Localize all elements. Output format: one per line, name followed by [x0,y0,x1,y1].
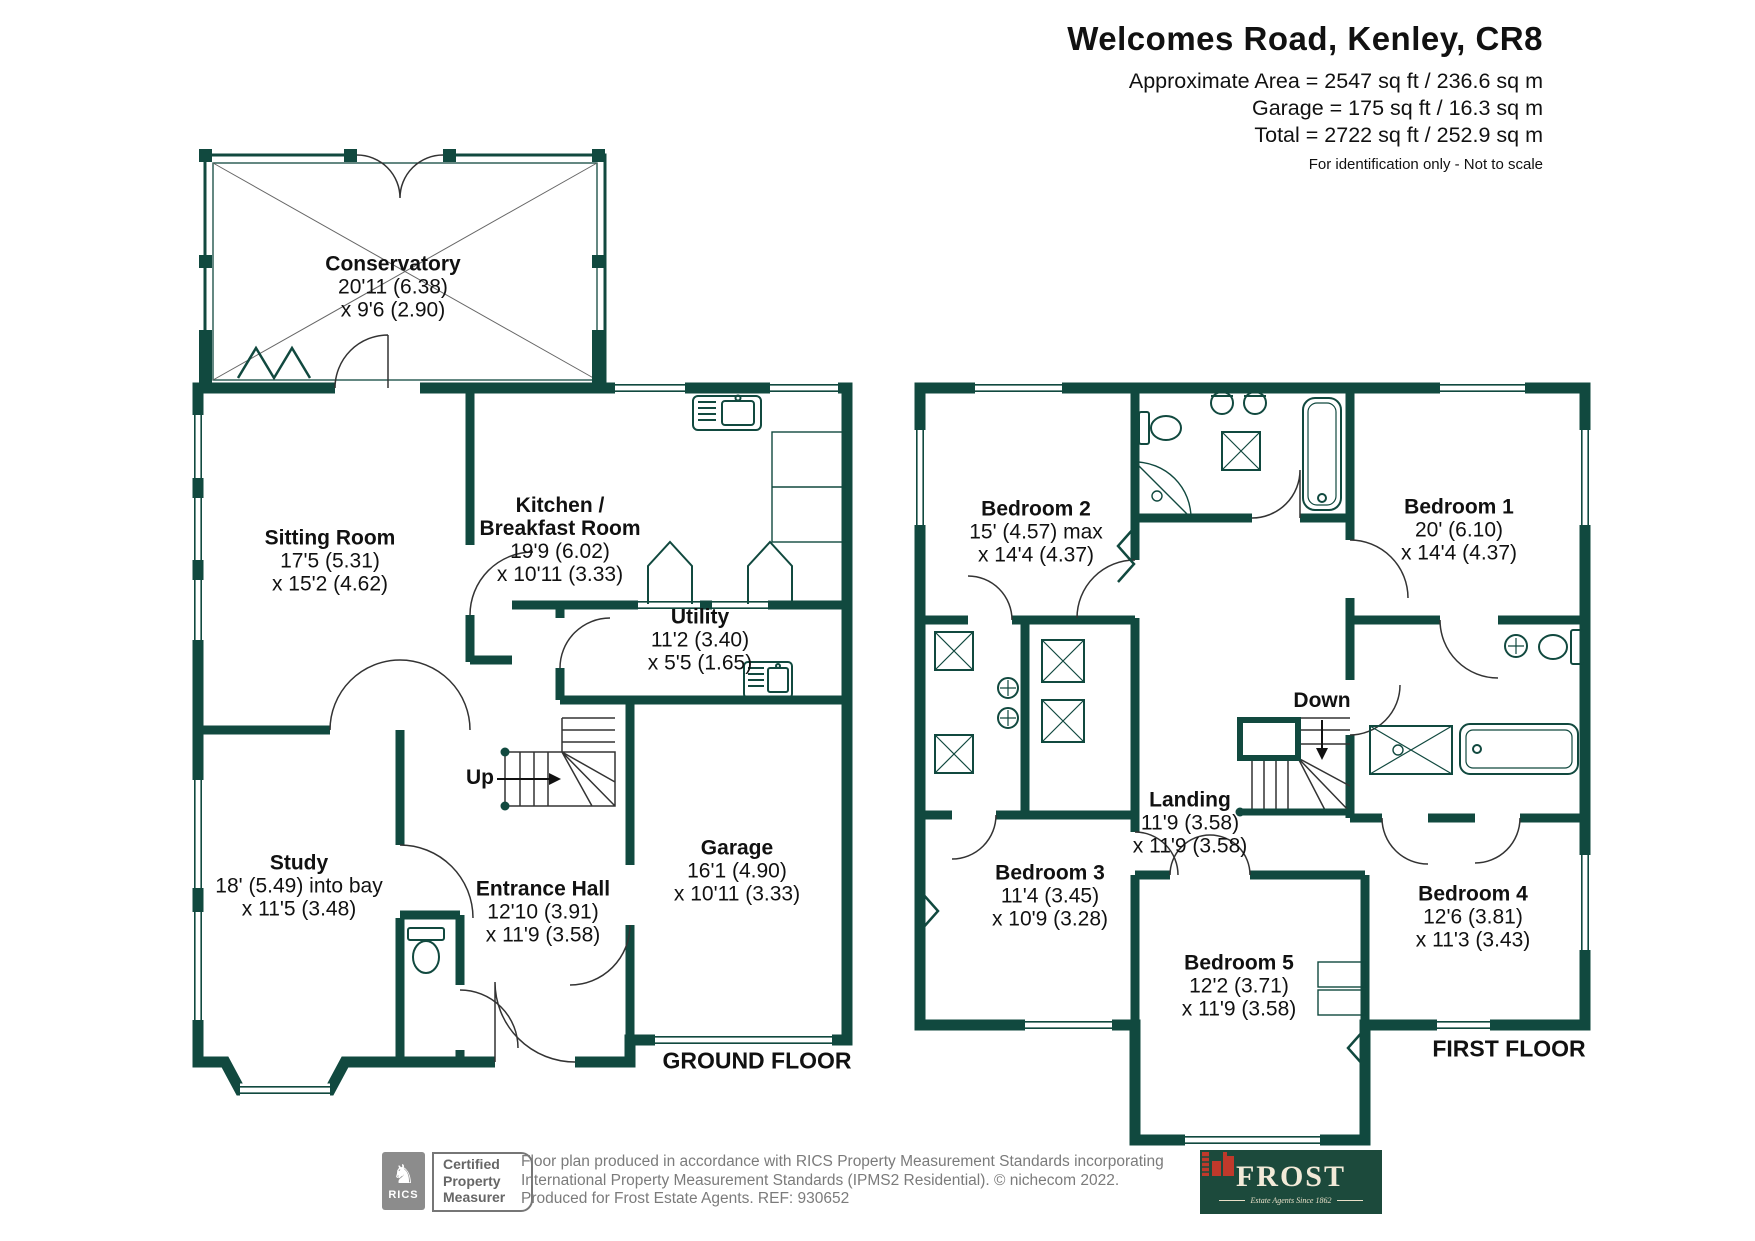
stairs-down-label: Down [1293,689,1351,712]
rics-logo: ♞ RICS [382,1152,425,1210]
header: Welcomes Road, Kenley, CR8 Approximate A… [1067,20,1543,173]
disclaimer-line2: International Property Measurement Stand… [521,1171,1120,1189]
rics-label: RICS [388,1189,419,1201]
stairs-up-label: Up [466,766,494,789]
rics-lion-icon: ♞ [391,1159,416,1189]
frost-building-icon [1202,1152,1234,1176]
window-glazing [194,384,1589,1144]
stairs-up [504,717,616,807]
ground-floor-title: GROUND FLOOR [662,1047,852,1074]
total-area: Total = 2722 sq ft / 252.9 sq m [1254,123,1543,147]
garage-area: Garage = 175 sq ft / 16.3 sq m [1251,96,1543,120]
page-title: Welcomes Road, Kenley, CR8 [1067,20,1543,57]
first-fixtures [921,391,1584,1067]
frost-tagline: Estate Agents Since 1862 [1250,1195,1332,1205]
certified-property-measurer-badge: Certified Property Measurer [432,1152,533,1212]
disclaimer: Floor plan produced in accordance with R… [521,1153,1164,1209]
conservatory-posts [199,149,605,388]
frost-name: FROST [1235,1159,1347,1193]
approx-area: Approximate Area = 2547 sq ft / 236.6 sq… [1128,69,1543,93]
disclaimer-line3: Produced for Frost Estate Agents. REF: 9… [521,1190,850,1207]
scale-note: For identification only - Not to scale [1308,156,1543,173]
first-floor-title: FIRST FLOOR [1432,1035,1586,1062]
door-arcs [329,154,1521,1063]
ground-fixtures [236,345,846,974]
wall-openings [191,148,1592,1147]
disclaimer-line1: Floor plan produced in accordance with R… [521,1153,1164,1170]
frost-estate-agents-logo: FROST Estate Agents Since 1862 [1200,1150,1382,1214]
